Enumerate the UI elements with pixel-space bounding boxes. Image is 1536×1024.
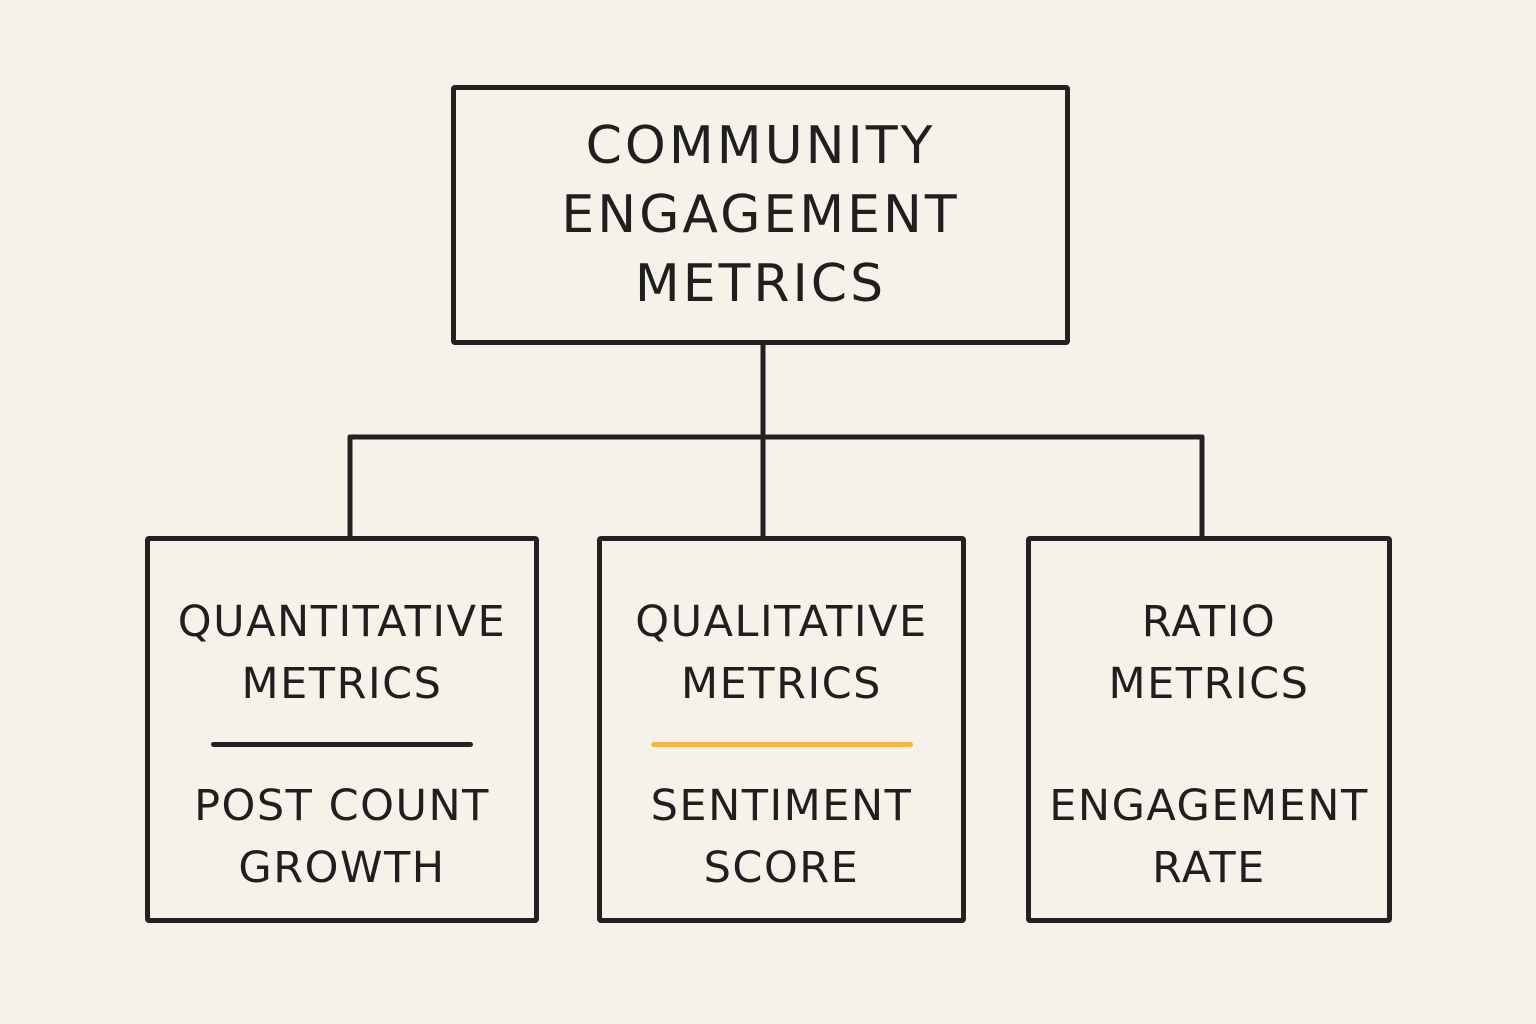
child-divider-highlighted [650, 742, 913, 747]
child-node-ratio-metrics: RATIO METRICS ENGAGEMENT RATE [1026, 536, 1392, 923]
child-example-line: GROWTH [238, 843, 446, 893]
child-title-line: METRICS [681, 659, 882, 709]
child-example-line: SCORE [703, 843, 860, 893]
root-title-line: METRICS [634, 253, 887, 314]
root-node-community-engagement-metrics: COMMUNITY ENGAGEMENT METRICS [451, 85, 1070, 345]
child-node-qualitative-metrics: QUALITATIVE METRICS SENTIMENT SCORE [597, 536, 966, 923]
child-title-line: QUANTITATIVE [177, 597, 507, 647]
child-divider [211, 742, 473, 747]
child-example-line: POST COUNT [194, 781, 490, 831]
root-title-line: COMMUNITY [585, 115, 936, 176]
child-title-line: RATIO [1141, 597, 1277, 647]
child-node-quantitative-metrics: QUANTITATIVE METRICS POST COUNT GROWTH [145, 536, 539, 923]
child-title-line: METRICS [1108, 659, 1310, 709]
child-title-line: QUALITATIVE [635, 597, 928, 647]
child-title-line: METRICS [241, 659, 443, 709]
child-example-line: SENTIMENT [650, 781, 913, 831]
root-title-line: ENGAGEMENT [561, 184, 960, 245]
child-example-line: RATE [1152, 843, 1266, 893]
child-example-line: ENGAGEMENT [1049, 781, 1369, 831]
